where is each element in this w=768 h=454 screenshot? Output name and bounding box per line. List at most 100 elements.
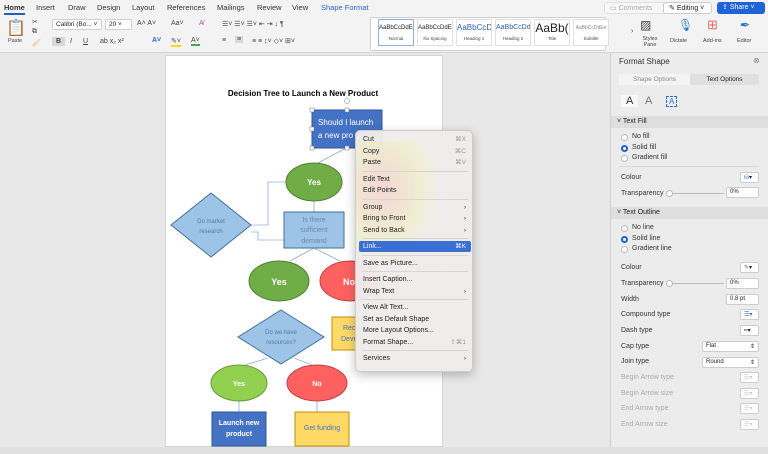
text-fill-header[interactable]: ˅ Text Fill [611,116,768,128]
textbox-icon[interactable]: A [666,96,678,107]
tab-layout[interactable]: Layout [132,3,155,12]
menu-item-wrap-text[interactable]: Wrap Text› [359,286,471,297]
addins-icon[interactable]: ⊞ [707,17,718,32]
radio-no-line[interactable] [621,225,628,232]
tab-mailings[interactable]: Mailings [217,3,245,12]
line-colour-picker[interactable]: ✎▾ [740,262,759,273]
radio-solid-line[interactable] [621,235,628,243]
tab-draw[interactable]: Draw [68,3,86,12]
text-fill-outline-icon[interactable]: A [621,95,639,107]
fill-transparency-input[interactable]: 0% [726,187,759,198]
menu-item-edit-points[interactable]: Edit Points [359,185,471,196]
radio-solid-fill[interactable] [621,144,628,152]
align-left-icon[interactable]: ≡ [222,37,227,44]
slider-thumb[interactable] [666,190,673,197]
grow-font-icon[interactable]: A˄ A˅ [137,20,157,27]
bullets-icon[interactable]: ☰˅ ☰˅ ☰˅ ⇤ ⇥ ↓ ¶ [222,21,284,28]
demand-question-shape[interactable] [283,211,345,249]
styles-pane-label[interactable]: Styles Pane [642,36,658,48]
italic-button[interactable]: I [70,38,72,45]
line-transparency-slider[interactable] [666,280,724,287]
dash-type-select[interactable]: ┅▾ [740,325,759,336]
radio-no-fill[interactable] [621,134,628,141]
styles-more-icon[interactable]: › [631,28,634,35]
tab-view[interactable]: View [292,3,309,12]
styles-pane-icon[interactable]: ▨ [640,18,652,32]
get-funding-shape[interactable] [294,411,350,447]
cap-type-select[interactable]: Flat⇕ [702,341,759,352]
launch-product-shape[interactable] [211,411,267,447]
end-arrow-size-select[interactable]: ☰▾ [740,419,759,430]
radio-gradient-fill[interactable] [621,155,628,162]
tab-shape-format[interactable]: Shape Format [321,3,369,12]
tab-home[interactable]: Home [4,3,25,15]
font-size-select[interactable]: 20 ˅ [105,19,132,30]
menu-item-more-layout-options[interactable]: More Layout Options... [359,325,471,336]
tab-text-options[interactable]: Text Options [706,76,743,83]
comments-button[interactable]: ▭ Comments [604,2,672,14]
line-transparency-input[interactable]: 0% [726,278,759,289]
tab-insert[interactable]: Insert [36,3,55,12]
editor-icon[interactable]: ✒ [740,18,751,32]
menu-item-set-as-default-shape[interactable]: Set as Default Shape [359,314,471,325]
radio-gradient-line[interactable] [621,246,628,253]
tab-design[interactable]: Design [97,3,121,12]
tab-shape-options[interactable]: Shape Options [619,74,690,85]
menu-item-send-to-back[interactable]: Send to Back› [359,225,471,236]
menu-item-link[interactable]: Link...⌘K [359,241,471,252]
tab-review[interactable]: Review [257,3,282,12]
editor-label[interactable]: Editor [737,38,752,44]
clear-format-icon[interactable]: A̸ [199,20,204,27]
font-name-select[interactable]: Calibri (Bo... ˅ [52,19,102,30]
underline-button[interactable]: U [83,38,89,45]
menu-item-copy[interactable]: Copy⌘C [359,146,471,157]
menu-item-format-shape[interactable]: Format Shape...⇧⌘1 [359,337,471,348]
selection-handles[interactable] [309,98,350,151]
text-effects-icon[interactable]: A˅ [152,37,162,44]
menu-item-save-as-picture[interactable]: Save as Picture... [359,258,471,269]
dictate-label[interactable]: Dictate [670,38,688,44]
compound-type-select[interactable]: ☰▾ [740,309,759,320]
yes-ellipse-1[interactable] [285,162,343,202]
join-type-select[interactable]: Round⇕ [702,357,759,368]
width-input[interactable]: 0.8 pt [726,294,759,305]
addins-label[interactable]: Add-ins [703,38,722,44]
format-painter-icon[interactable]: 🖌 [32,40,41,47]
end-arrow-type-select[interactable]: ☰▾ [740,403,759,414]
align-center-icon[interactable]: ≡ [235,36,244,43]
style-heading-2[interactable]: AaBbCcDdEeHeading 2 [495,19,531,46]
market-research-diamond[interactable] [170,192,252,258]
share-button[interactable]: ⇪ Share ˅ [717,2,765,14]
close-pane-icon[interactable]: ⊗ [753,56,760,65]
bold-button[interactable]: B [52,37,66,46]
highlight-icon[interactable]: ✎˅ [171,38,181,47]
style-heading-1[interactable]: AaBbCcDcHeading 1 [456,19,492,46]
no-ellipse-3[interactable] [286,364,348,402]
font-color-icon[interactable]: A˅ [191,37,200,46]
menu-item-insert-caption[interactable]: Insert Caption... [359,274,471,285]
yes-ellipse-3[interactable] [210,364,268,402]
menu-item-paste[interactable]: Paste⌘V [359,157,471,168]
slider-thumb[interactable] [666,280,673,287]
resources-diamond[interactable] [237,309,325,365]
menu-item-edit-text[interactable]: Edit Text [359,174,471,185]
menu-item-services[interactable]: Services› [359,353,471,364]
text-effects-icon[interactable]: A [645,95,653,107]
microphone-icon[interactable]: 🎙 [678,18,694,32]
paste-label[interactable]: Paste [8,38,23,44]
menu-item-bring-to-front[interactable]: Bring to Front› [359,213,471,224]
fill-transparency-slider[interactable] [666,190,724,197]
editing-button[interactable]: ✎ Editing ˅ [663,2,712,14]
paste-icon[interactable]: 📋 [6,20,26,37]
align-right-icon[interactable]: ≡ ≡ ↕˅ ◇˅ ⊞˅ [252,38,295,45]
cut-icon[interactable]: ✂ [32,19,38,26]
menu-item-cut[interactable]: Cut⌘X [359,134,471,145]
copy-icon[interactable]: ⧉ [32,28,37,35]
menu-item-group[interactable]: Group› [359,202,471,213]
change-case-icon[interactable]: Aa˅ [171,20,184,27]
tab-references[interactable]: References [167,3,206,12]
begin-arrow-size-select[interactable]: ☰▾ [740,388,759,399]
strikethrough-icon[interactable]: ab x₂ x² [100,38,124,45]
